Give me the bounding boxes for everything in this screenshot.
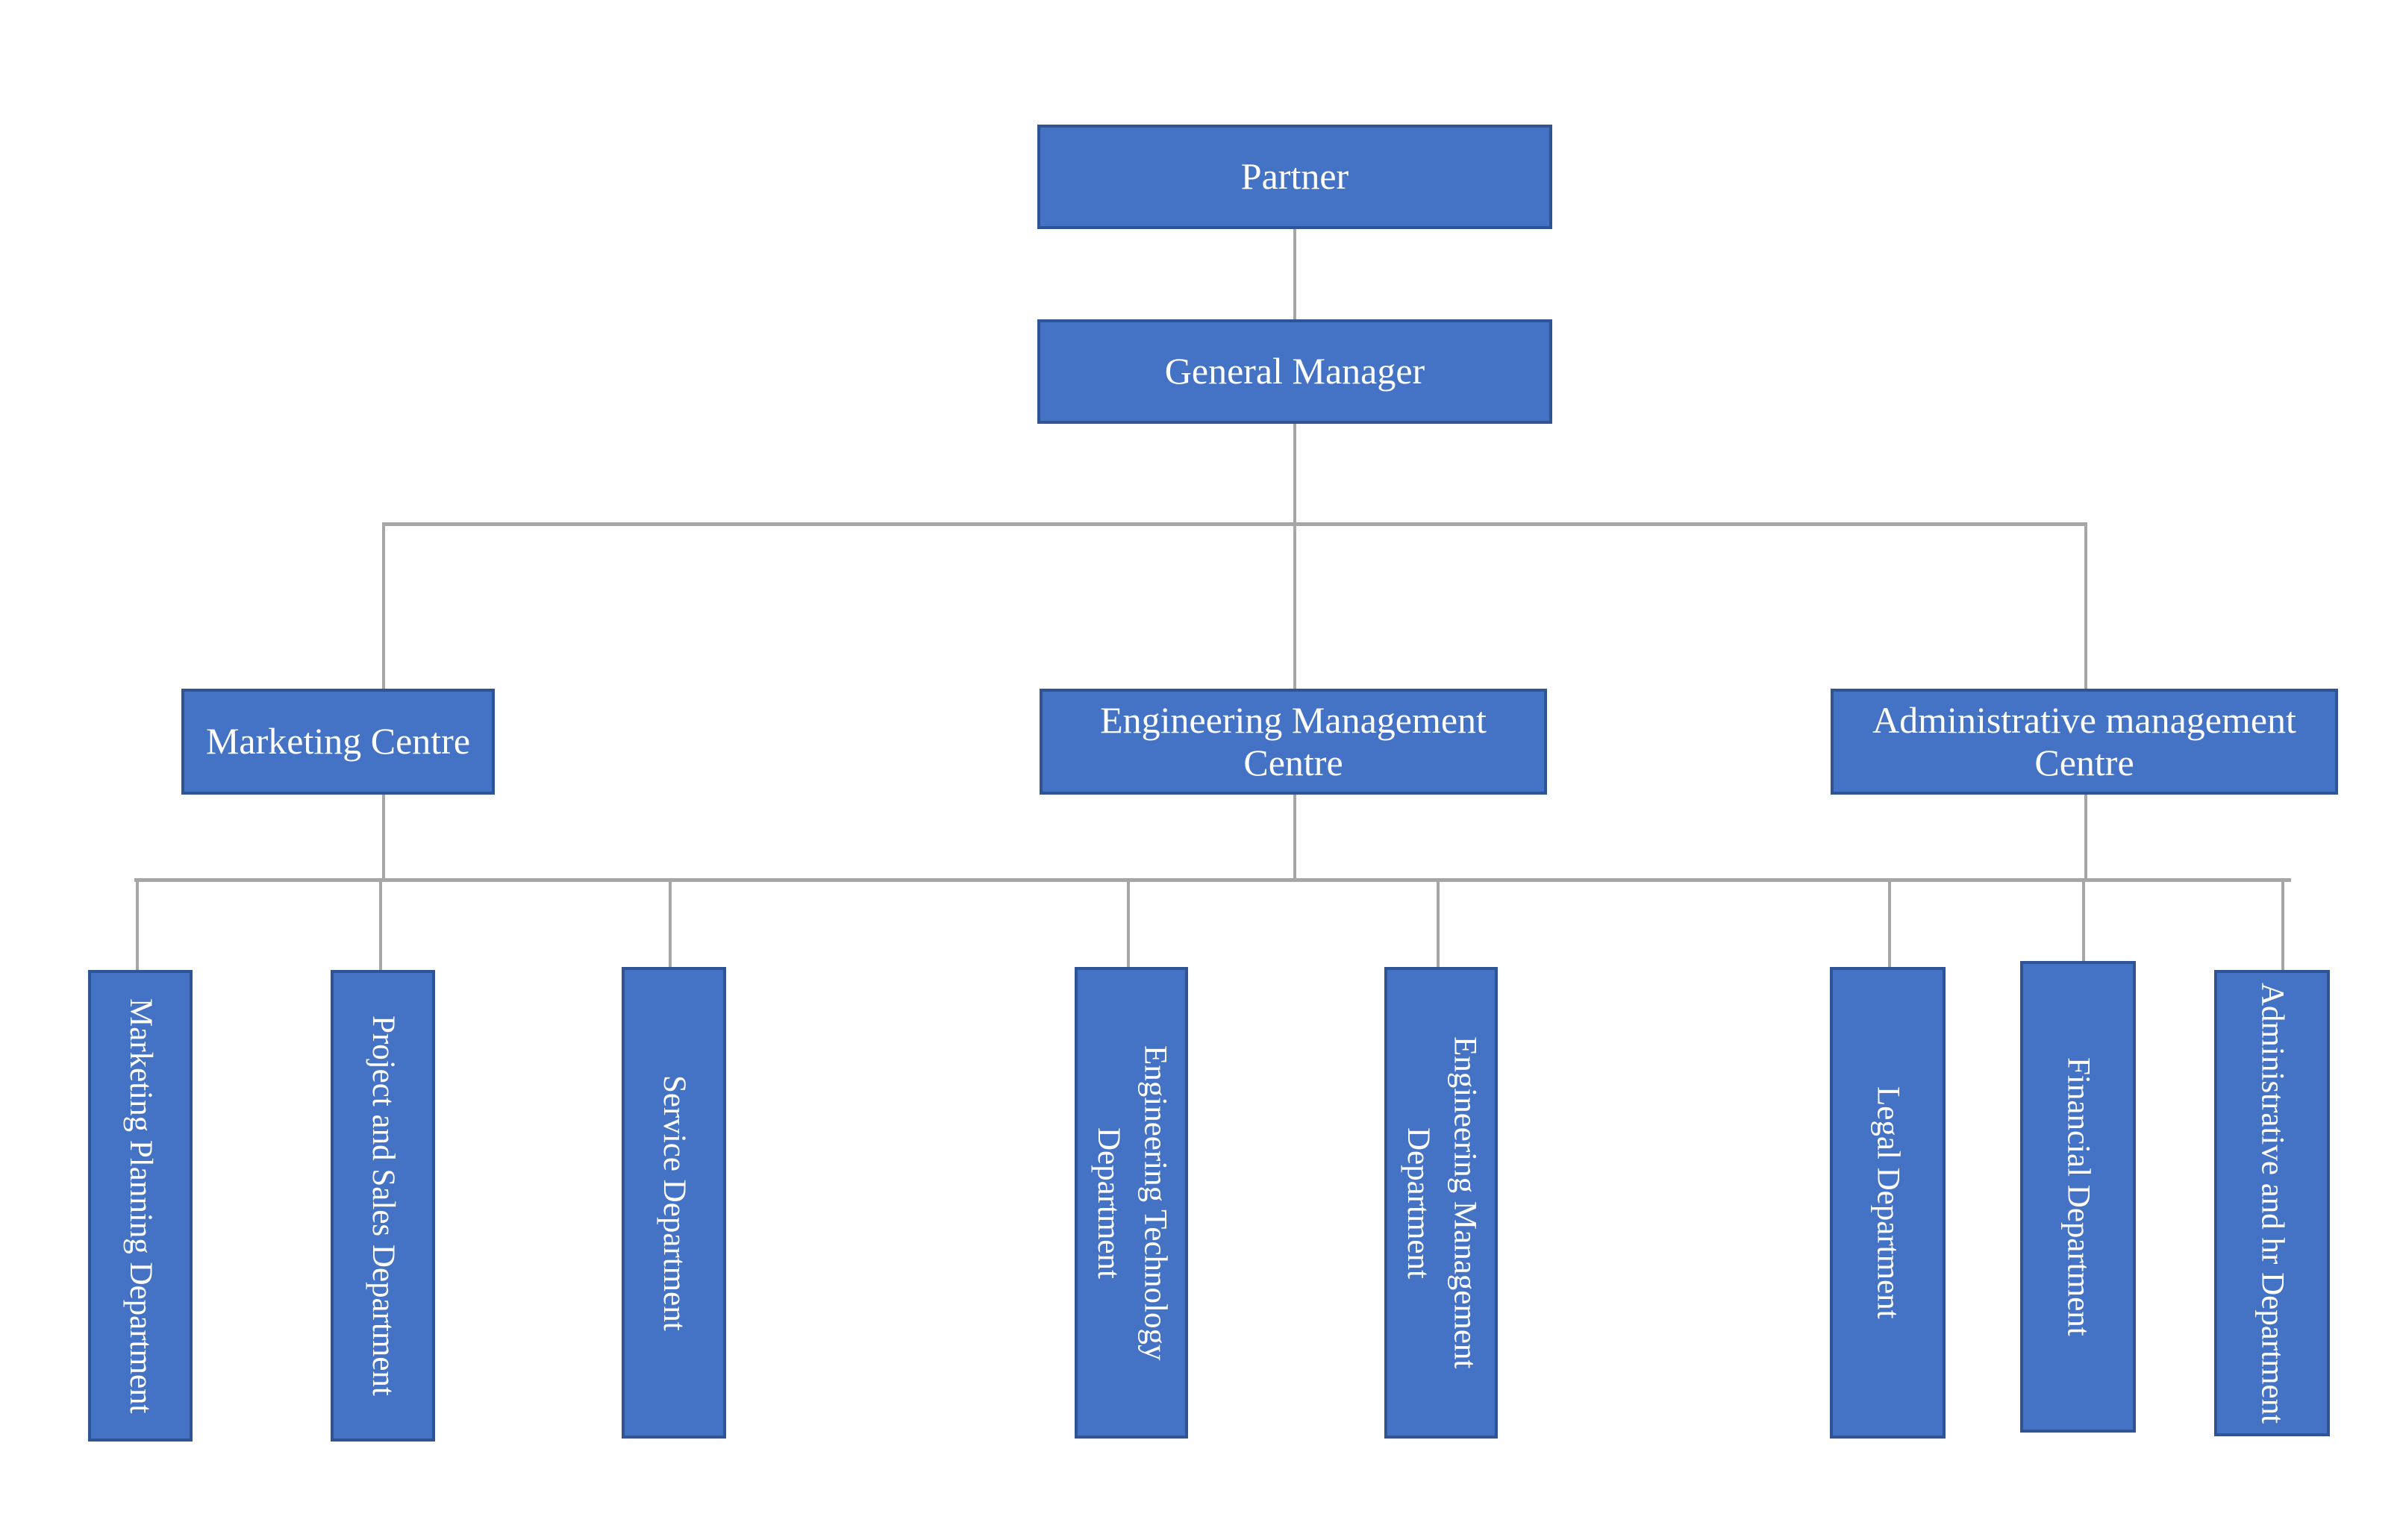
connector-partner-to-general-manager [1293,228,1296,321]
node-engineering-management-department-label: Engineering Management Department [1401,1036,1483,1369]
connector-administrative-centre-stem [2084,795,2087,880]
node-legal-department-label: Legal Department [1870,1086,1906,1319]
node-financial-department[interactable]: Financial Department [2020,961,2136,1433]
node-marketing-centre-label: Marketing Centre [205,720,471,763]
connector-bus-to-administrative-centre [2084,522,2087,690]
node-engineering-management-department[interactable]: Engineering Management Department [1384,967,1498,1439]
connector-drop-financial [2082,878,2085,962]
node-financial-department-label: Financial Department [2060,1057,2096,1336]
node-marketing-planning-department[interactable]: Marketing Planning Department [88,970,193,1442]
connector-drop-marketing-planning [136,878,139,971]
node-engineering-management-centre[interactable]: Engineering Management Centre [1040,689,1547,795]
node-project-and-sales-department[interactable]: Project and Sales Department [331,970,435,1442]
node-engineering-management-centre-label: Engineering Management Centre [1100,698,1487,784]
node-general-manager-label: General Manager [1164,350,1425,392]
connector-drop-administrative-and-hr [2281,878,2284,971]
node-engineering-technology-department[interactable]: Engineering Technology Department [1075,967,1188,1439]
node-marketing-centre[interactable]: Marketing Centre [181,689,495,795]
node-administrative-management-centre-label: Administrative management Centre [1872,698,2296,784]
node-administrative-management-centre[interactable]: Administrative management Centre [1831,689,2338,795]
node-partner[interactable]: Partner [1037,125,1552,229]
node-partner-label: Partner [1240,155,1349,198]
connector-drop-project-and-sales [379,878,382,971]
node-service-department[interactable]: Service Department [622,967,726,1439]
connector-bus-to-marketing-centre [382,522,385,690]
node-service-department-label: Service Department [657,1074,693,1331]
connector-general-manager-stem [1293,424,1296,691]
node-legal-department[interactable]: Legal Department [1830,967,1946,1439]
connector-drop-legal [1888,878,1891,971]
connector-drop-engineering-management [1437,878,1440,971]
connector-engineering-centre-stem [1293,795,1296,880]
node-administrative-and-hr-department-label: Administrative and hr Department [2254,982,2290,1424]
connector-drop-service [669,878,672,971]
connector-level3-bus [134,878,2291,882]
node-project-and-sales-department-label: Project and Sales Department [366,1015,401,1396]
connector-drop-engineering-technology [1127,878,1130,971]
node-general-manager[interactable]: General Manager [1037,319,1552,424]
node-marketing-planning-department-label: Marketing Planning Department [123,998,159,1414]
node-engineering-technology-department-label: Engineering Technology Department [1091,1045,1173,1361]
connector-level2-bus [382,522,2087,526]
node-administrative-and-hr-department[interactable]: Administrative and hr Department [2214,970,2330,1436]
connector-marketing-centre-stem [382,795,385,880]
